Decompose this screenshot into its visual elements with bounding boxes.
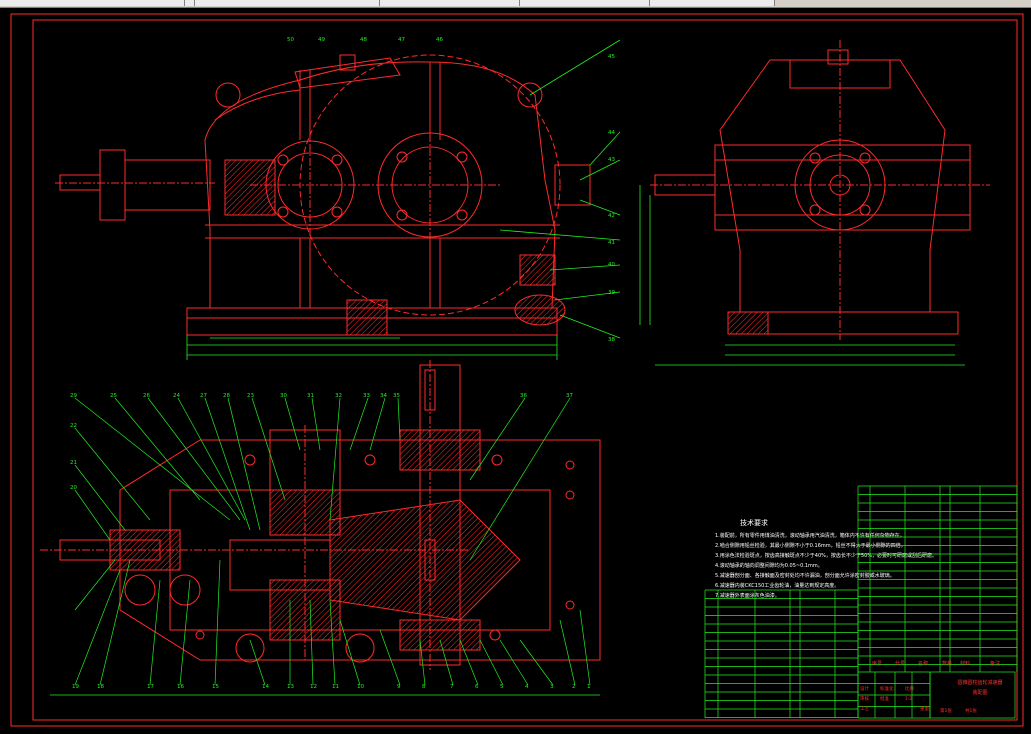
part-number-label: 15 [212,684,219,690]
part-number-label: 23 [247,393,254,399]
part-number-label: 39 [608,290,615,296]
sign-approve: 批准 [880,695,889,702]
part-number-label: 12 [310,684,317,690]
topbar-segment [185,0,195,6]
part-number-label: 24 [173,393,180,399]
sign-weight: 重量 [920,705,929,712]
front-view-part-numbers: 50 49 48 47 46 45 44 43 42 41 40 39 38 [287,37,615,343]
part-number-label: 4 [525,684,529,690]
sign-standard: 标准化 [880,685,894,692]
part-number-label: 45 [608,54,615,60]
part-number-label: 32 [335,393,342,399]
notes-title: 技术要求 [740,518,768,527]
part-number-label: 31 [307,393,314,399]
notes-line-1: 1.装配前，所有零件用煤油清洗，滚动轴承用汽油清洗，箱体内不许有任何杂物存在。 [715,532,905,539]
part-number-label: 27 [200,393,207,399]
part-number-label: 41 [608,240,615,246]
sign-scale: 比例 [905,685,914,692]
technical-notes: 技术要求 1.装配前，所有零件用煤油清洗，滚动轴承用汽油清洗，箱体内不许有任何杂… [715,518,937,599]
part-number-label: 43 [608,157,615,163]
part-number-label: 47 [398,37,405,43]
sign-review: 审核 [860,695,869,702]
header-code: 代号 [895,660,905,667]
header-seq: 序号 [872,660,882,667]
parts-list-table [704,485,1018,719]
part-number-label: 11 [332,684,339,690]
part-number-label: 3 [550,684,554,690]
header-name: 名称 [918,660,928,667]
notes-line-5: 5.减速器剖分面、各接触面及密封处均不许漏油，剖分面允许涂密封胶或水玻璃。 [715,572,895,579]
part-number-label: 5 [500,684,504,690]
topbar-segment [380,0,520,6]
part-number-label: 20 [70,485,77,491]
part-number-label: 9 [397,684,401,690]
part-number-label: 10 [357,684,364,690]
part-number-label: 16 [177,684,184,690]
topbar-segment [520,0,650,6]
plan-view [40,360,601,670]
part-number-label: 17 [147,684,154,690]
part-number-label: 1 [587,684,591,690]
topbar-segment [0,0,185,6]
title-line-2: 装配图 [972,689,987,696]
front-view [55,54,591,336]
topbar-segment [650,0,775,6]
title-block: 圆锥圆柱齿轮减速器 装配图 序号 代号 名称 数量 材料 备注 设计 审核 工艺… [860,660,1016,719]
part-number-label: 25 [110,393,117,399]
notes-line-4: 4.滚动轴承的轴向调整间隙均为0.05~0.1mm。 [715,562,823,569]
part-number-label: 36 [520,393,527,399]
drawing-outer-frame [10,13,1024,727]
sign-design: 设计 [860,685,869,692]
notes-line-2: 2.啮合侧隙用铅丝检验，其最小侧隙不小于0.16mm，铅丝不得大于最小侧隙的四倍… [715,542,906,549]
part-number-label: 18 [97,684,104,690]
topbar-segment [195,0,380,6]
part-number-label: 42 [608,213,615,219]
plan-view-leaders [50,397,600,696]
notes-line-7: 7.减速器外表面涂灰色油漆。 [715,592,780,599]
part-number-label: 26 [143,393,150,399]
status-strip [0,728,1031,734]
title-line-1: 圆锥圆柱齿轮减速器 [957,679,1002,686]
part-number-label: 28 [223,393,230,399]
side-view-dimensions [639,185,965,366]
part-number-label: 40 [608,262,615,268]
header-material: 材料 [960,660,970,667]
sign-scale-value: 1:2 [905,696,912,702]
window-top-bar [0,0,1031,8]
cad-drawing-canvas: 技术要求 1.装配前，所有零件用煤油清洗，滚动轴承用汽油清洗，箱体内不许有任何杂… [0,8,1031,728]
sign-total: 共1张 [965,707,977,714]
part-number-label: 14 [262,684,269,690]
part-number-label: 29 [70,393,77,399]
part-number-label: 33 [363,393,370,399]
part-number-label: 22 [70,423,77,429]
part-number-label: 21 [70,460,77,466]
part-number-label: 34 [380,393,387,399]
part-number-label: 37 [566,393,573,399]
part-number-label: 6 [475,684,479,690]
part-number-label: 8 [422,684,426,690]
part-number-label: 44 [608,130,615,136]
part-number-label: 19 [72,684,79,690]
sign-process: 工艺 [860,706,869,712]
part-number-label: 30 [280,393,287,399]
drawing-inner-frame [32,19,1018,721]
part-number-label: 35 [393,393,400,399]
header-qty: 数量 [942,660,952,667]
part-number-label: 7 [450,684,454,690]
part-number-label: 13 [287,684,294,690]
notes-line-6: 6.减速器内装CKC150工业齿轮油，油量达到规定高度。 [715,582,839,589]
side-view [650,40,990,340]
part-number-label: 50 [287,37,294,43]
notes-line-3: 3.用涂色法检验斑点，按齿高接触斑点不少于40%，按齿长不少于50%，必要时可研… [715,552,937,559]
part-number-label: 48 [360,37,367,43]
sign-sheet: 第1张 [940,707,952,714]
part-number-label: 49 [318,37,325,43]
part-number-label: 38 [608,337,615,343]
header-remark: 备注 [990,660,1000,667]
front-view-dimensions [186,39,621,360]
part-number-label: 2 [572,684,576,690]
part-number-label: 46 [436,37,443,43]
